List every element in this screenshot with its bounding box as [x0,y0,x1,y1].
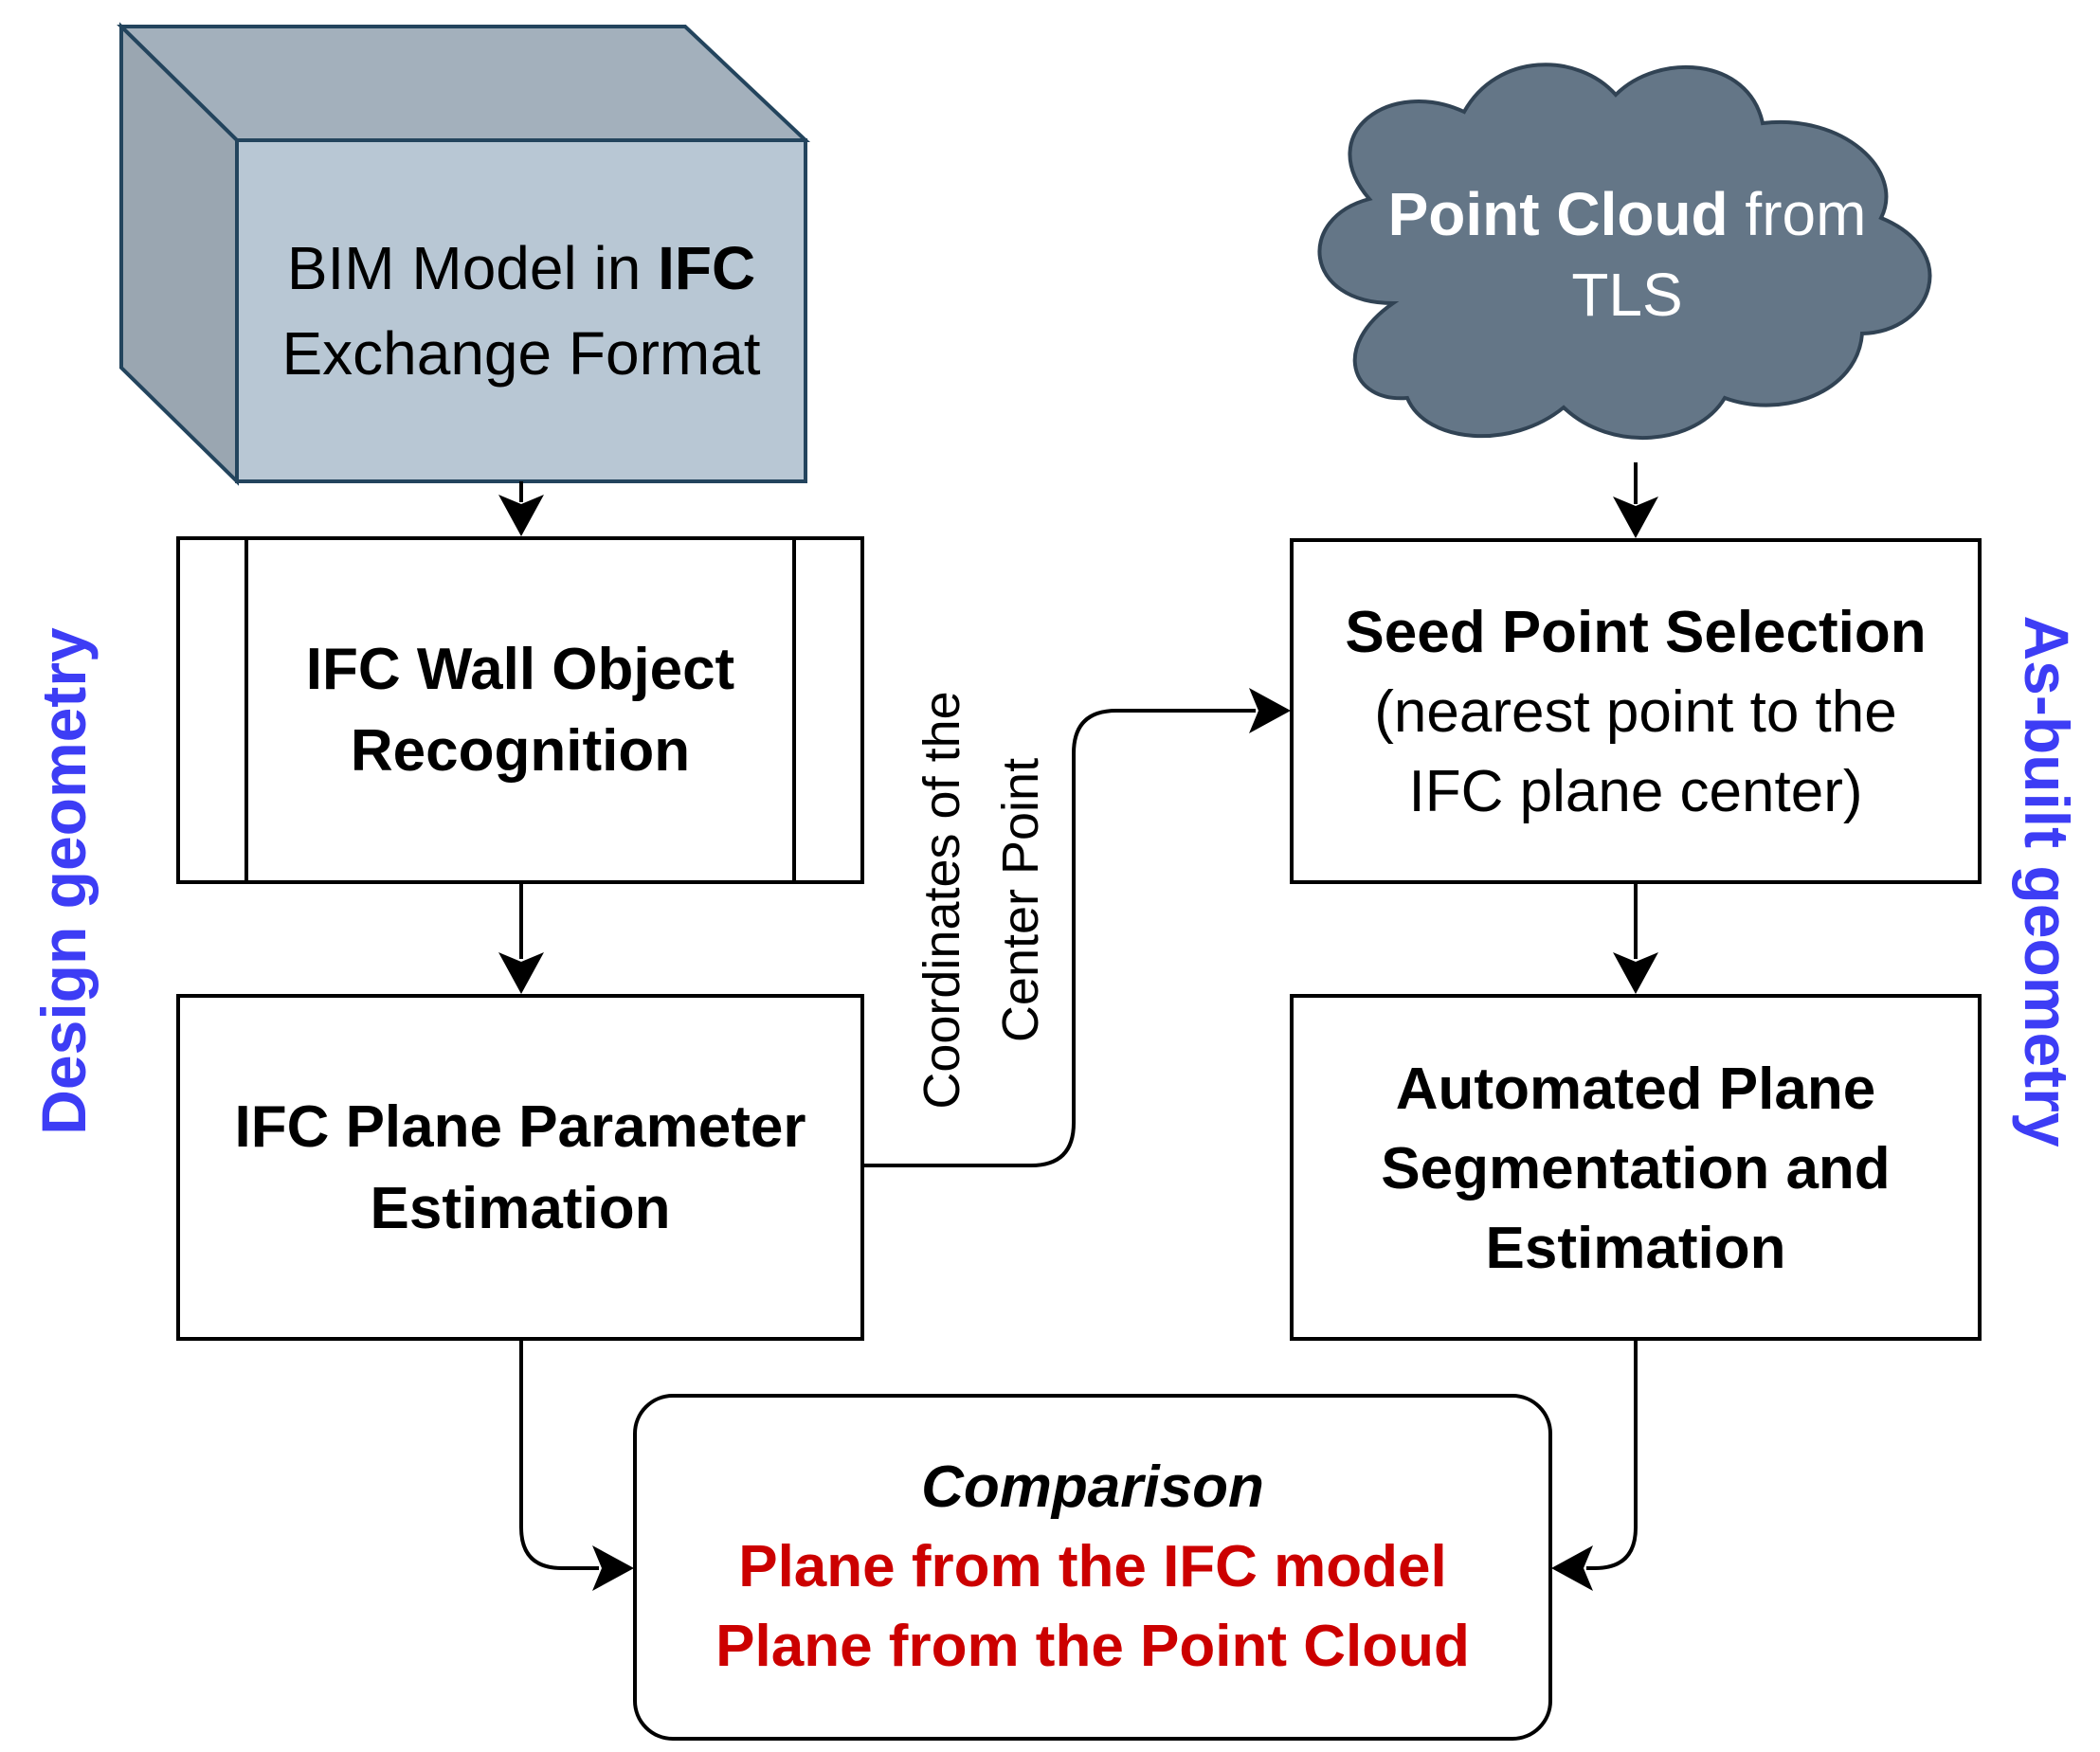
bim-model-label-line1: BIM Model in IFC [287,234,755,302]
segmentation-box: Automated Plane Segmentation and Estimat… [1290,994,1982,1341]
center-point-edge-label: Coordinates of the Center Point [914,691,1049,1109]
comparison-line2: Plane from the Point Cloud [715,1614,1470,1679]
edge-plane-to-comparison [519,1339,599,1570]
plane-estimation-line2: Estimation [371,1176,671,1241]
comparison-frame [633,1394,1552,1741]
edge-plane-to-seed [862,709,1256,1167]
arrowhead-cube-to-wall [498,495,544,536]
cloud-outline [1317,63,1932,441]
point-cloud-shape: Point Cloud from TLS [1317,63,1932,441]
wall-recognition-box: IFC Wall Object Recognition [176,536,864,884]
wall-recognition-line2: Recognition [351,718,690,784]
arrowhead-plane-to-comparison [592,1545,634,1591]
arrowhead-segmentation-to-comparison [1551,1545,1593,1591]
segmentation-frame [1290,994,1982,1341]
seed-selection-line2: (nearest point to the [1374,679,1896,745]
segmentation-line3: Estimation [1486,1216,1786,1281]
point-cloud-label-line2: TLS [1571,261,1682,329]
arrowhead-wall-to-plane [498,952,544,994]
segmentation-line2: Segmentation and [1381,1136,1890,1201]
cube-front-face [235,138,807,483]
point-cloud-label-line1: Point Cloud from [1388,180,1867,248]
seed-selection-line1: Seed Point Selection [1345,600,1926,665]
bim-model-label-ifc: IFC [658,234,755,302]
wall-recognition-frame [176,536,864,884]
plane-estimation-line1: IFC Plane Parameter [234,1094,806,1160]
cube-top-face [117,25,811,142]
comparison-line1: Plane from the IFC model [738,1534,1447,1599]
comparison-box: Comparison Plane from the IFC model Plan… [633,1394,1552,1741]
connectors [498,462,1658,1591]
seed-selection-line3: IFC plane center) [1409,759,1863,824]
plane-estimation-frame [176,994,864,1341]
point-cloud-label-suffix: from [1729,180,1867,248]
point-cloud-label-bold: Point Cloud [1388,180,1729,248]
bim-model-label-line2: Exchange Format [281,319,760,388]
seed-selection-frame [1290,538,1982,884]
segmentation-line1: Automated Plane [1396,1057,1875,1122]
arrowhead-plane-to-seed [1249,688,1291,733]
design-geometry-label: Design geometry [28,627,99,1135]
arrowhead-seed-to-segmentation [1613,952,1658,994]
bim-model-label-prefix: BIM Model in [287,234,658,302]
wall-recognition-line1: IFC Wall Object [306,637,734,702]
center-point-label-line2: Center Point [992,758,1049,1042]
seed-selection-box: Seed Point Selection (nearest point to t… [1290,538,1982,884]
center-point-label-line1: Coordinates of the [914,691,970,1109]
bim-model-cube: BIM Model in IFC Exchange Format [117,22,811,486]
plane-estimation-box: IFC Plane Parameter Estimation [176,994,864,1341]
as-built-geometry-label: As-built geometry [2012,615,2082,1147]
arrowhead-cloud-to-seed [1613,497,1658,538]
comparison-title: Comparison [921,1454,1264,1520]
edge-segmentation-to-comparison [1586,1339,1638,1570]
